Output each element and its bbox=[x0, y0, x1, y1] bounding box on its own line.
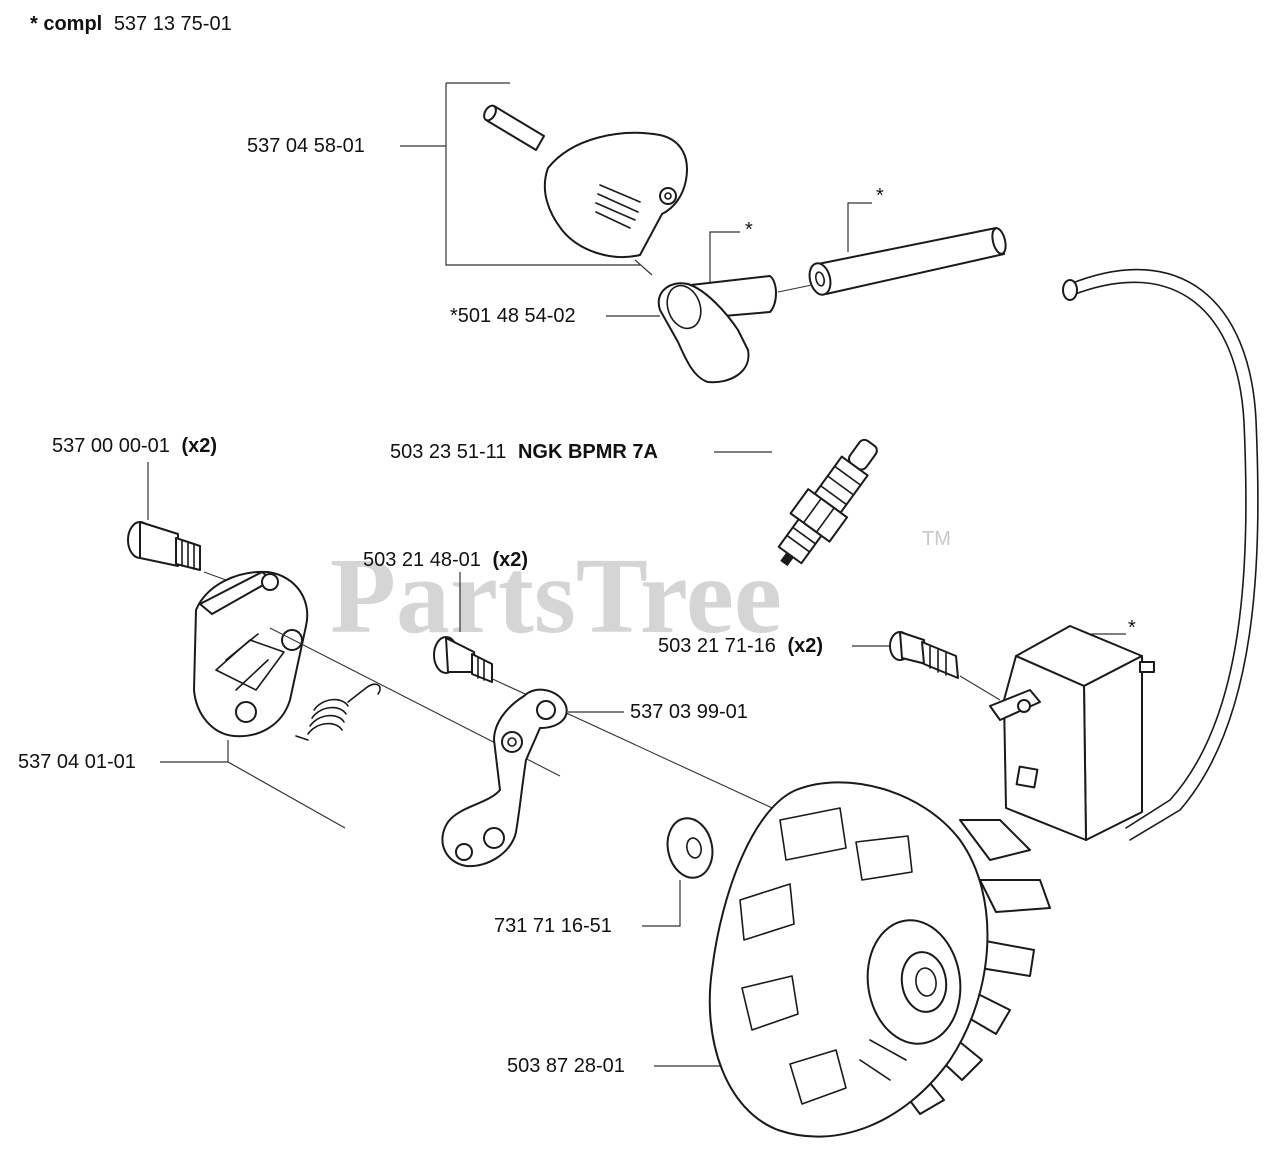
ignition-bracket bbox=[193, 570, 309, 738]
screw-axis bbox=[203, 571, 227, 581]
spark-plug-note: NGK BPMR 7A bbox=[518, 441, 658, 463]
shoulder-screw bbox=[127, 521, 201, 571]
clutch-part-number[interactable]: 537 04 01-01 bbox=[18, 751, 136, 773]
boot-callout-group: *501 48 54-02 * * bbox=[450, 185, 884, 327]
boot-star: * bbox=[745, 219, 753, 241]
spark-plug-part-number[interactable]: 503 23 51-11 bbox=[390, 441, 506, 463]
assembly-header: * compl 537 13 75-01 bbox=[30, 13, 232, 35]
clutch-callout-group: 537 04 01-01 bbox=[18, 740, 346, 829]
screw-coil-qty: (x2) bbox=[787, 635, 823, 657]
screw-top-part-number[interactable]: 537 00 00-01 bbox=[52, 435, 170, 457]
screw-coil-label: 503 21 71-16 (x2) bbox=[658, 635, 823, 657]
flywheel-callout-group: 503 87 28-01 bbox=[507, 1055, 736, 1077]
clutch-leader-tail bbox=[227, 761, 346, 829]
screw-mid-label: 503 21 48-01 (x2) bbox=[363, 549, 528, 571]
washer-part-number[interactable]: 731 71 16-51 bbox=[494, 915, 612, 937]
screw-mid-qty: (x2) bbox=[492, 549, 528, 571]
coil-star: * bbox=[1128, 617, 1136, 639]
stop-lever bbox=[441, 688, 568, 868]
screw-top-qty: (x2) bbox=[181, 435, 217, 457]
washer bbox=[666, 817, 714, 879]
washer-callout-group: 731 71 16-51 bbox=[494, 880, 681, 937]
clutch-leader bbox=[160, 740, 229, 763]
spark-plug-callout-group: 503 23 51-11 NGK BPMR 7A bbox=[390, 441, 772, 463]
spark-plug bbox=[777, 438, 878, 567]
screw-top-callout-group: 537 00 00-01 (x2) bbox=[52, 435, 217, 520]
lead-star-leader bbox=[847, 202, 872, 252]
header-prefix: * compl bbox=[30, 13, 102, 35]
cover-leader-tail bbox=[634, 259, 653, 276]
lever-part-number[interactable]: 537 03 99-01 bbox=[630, 701, 748, 723]
cover-bracket-side bbox=[445, 83, 640, 266]
watermark-text: PartsTree bbox=[330, 537, 782, 656]
washer-leader bbox=[642, 880, 681, 927]
cover-part-number[interactable]: 537 04 58-01 bbox=[247, 135, 365, 157]
ignition-lead-piece bbox=[808, 227, 1007, 296]
spring bbox=[295, 683, 381, 741]
high-tension-wire bbox=[1062, 268, 1259, 841]
screw-top-label: 537 00 00-01 (x2) bbox=[52, 435, 217, 457]
spark-plug-cover bbox=[543, 131, 688, 259]
boot-to-lead-axis bbox=[777, 284, 813, 293]
lever-callout-group: 537 03 99-01 bbox=[568, 701, 748, 723]
cover-callout-group: 537 04 58-01 bbox=[247, 82, 653, 276]
watermark-trademark: TM bbox=[922, 528, 951, 550]
screw-mid-part-number[interactable]: 503 21 48-01 bbox=[363, 549, 481, 571]
spark-plug-label: 503 23 51-11 NGK BPMR 7A bbox=[390, 441, 658, 463]
screw-coil-callout-group: 503 21 71-16 (x2) * bbox=[658, 617, 1136, 657]
cover-pin bbox=[483, 104, 545, 151]
screw-mid-callout-group: 503 21 48-01 (x2) bbox=[363, 549, 528, 632]
ignition-coil bbox=[989, 625, 1155, 841]
boot-star-leader bbox=[709, 231, 740, 285]
flywheel-part-number[interactable]: 503 87 28-01 bbox=[507, 1055, 625, 1077]
boot-part-number[interactable]: *501 48 54-02 bbox=[450, 305, 576, 327]
coil-screw-axis bbox=[959, 675, 1001, 701]
screw-coil-part-number[interactable]: 503 21 71-16 bbox=[658, 635, 776, 657]
countersunk-screw bbox=[433, 636, 493, 683]
lead-star: * bbox=[876, 185, 884, 207]
flywheel bbox=[708, 781, 1051, 1138]
coil-screw bbox=[889, 631, 959, 679]
spark-plug-boot bbox=[657, 275, 777, 384]
header-number: 537 13 75-01 bbox=[114, 13, 232, 35]
